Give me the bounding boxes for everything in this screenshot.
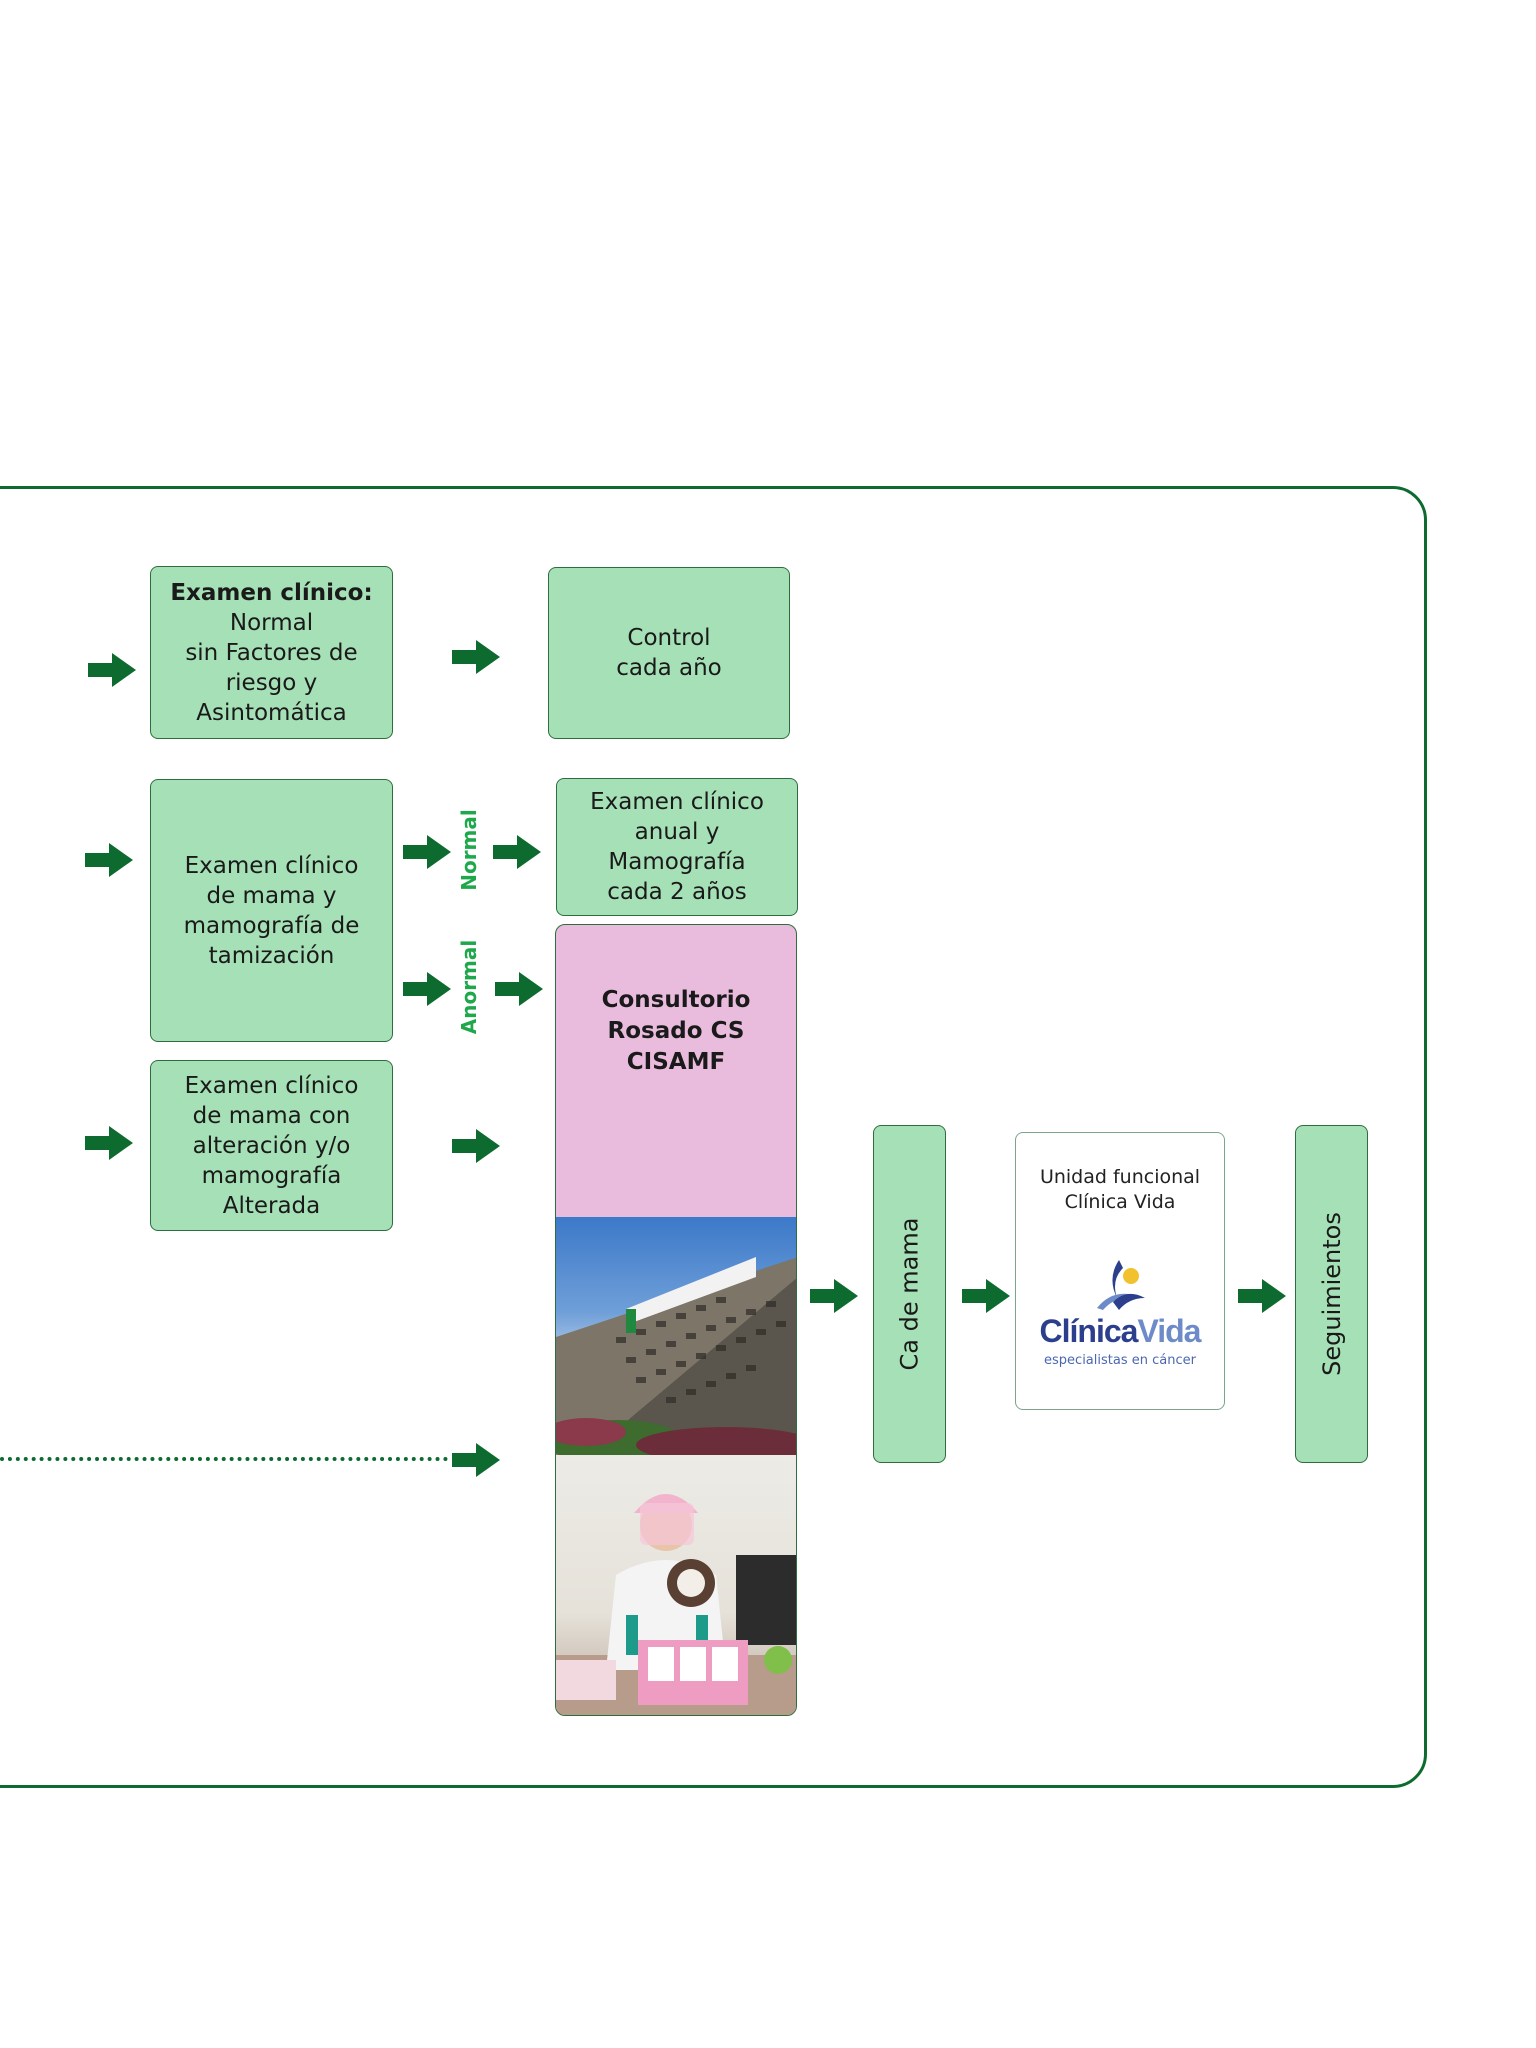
examen-normal-line: sin Factores de bbox=[185, 639, 358, 666]
examen-normal-title: Examen clínico: bbox=[170, 579, 373, 606]
dotted-connector bbox=[0, 1457, 448, 1461]
alteracion-line: Examen clínico bbox=[184, 1072, 359, 1099]
tamizacion-line: de mama y bbox=[206, 882, 337, 909]
unidad-line: Clínica Vida bbox=[1064, 1191, 1176, 1213]
arrow-right-icon bbox=[962, 1279, 1010, 1313]
arrow-right-icon bbox=[85, 843, 133, 877]
tamizacion-line: Examen clínico bbox=[184, 852, 359, 879]
alteracion-line: Alterada bbox=[222, 1192, 321, 1219]
anual-line: anual y bbox=[634, 819, 720, 845]
arrow-right-icon bbox=[452, 640, 500, 674]
anual-box: Examen clínico anual y Mamografía cada 2… bbox=[556, 778, 798, 916]
consultorio-rosado-label: Consultorio Rosado CS CISAMF bbox=[556, 985, 796, 1078]
clinica-vida-logo bbox=[1097, 1260, 1145, 1310]
anual-line: Mamografía bbox=[608, 849, 746, 875]
arrow-right-icon bbox=[403, 835, 451, 869]
unidad-funcional-title: Unidad funcional Clínica Vida bbox=[1016, 1165, 1224, 1215]
alteracion-line: de mama con bbox=[192, 1102, 351, 1129]
arrow-right-icon bbox=[85, 1126, 133, 1160]
consultorio-site: CS CISAMF bbox=[626, 1018, 745, 1075]
logo-name-part: Clínica bbox=[1039, 1313, 1139, 1349]
arrow-right-icon bbox=[403, 972, 451, 1006]
logo-name-part: Vida bbox=[1137, 1313, 1201, 1349]
anual-line: cada 2 años bbox=[607, 879, 747, 905]
tamizacion-line: tamización bbox=[208, 942, 335, 969]
examen-normal-line: Asintomática bbox=[196, 699, 347, 726]
clinica-vida-logo-text: ClínicaVida bbox=[1016, 1313, 1224, 1350]
seguimientos-label: Seguimientos bbox=[1317, 1212, 1346, 1376]
unidad-funcional-box: Unidad funcional Clínica Vida ClínicaVid… bbox=[1015, 1132, 1225, 1410]
alteracion-line: mamografía bbox=[201, 1162, 342, 1189]
examen-normal-box: Examen clínico: Normal sin Factores de r… bbox=[150, 566, 393, 739]
control-line: Control bbox=[627, 625, 711, 651]
examen-normal-line: Normal bbox=[229, 609, 314, 636]
control-line: cada año bbox=[616, 655, 722, 681]
arrow-right-icon bbox=[1238, 1279, 1286, 1313]
arrow-right-icon bbox=[493, 835, 541, 869]
anual-line: Examen clínico bbox=[590, 789, 764, 815]
clinica-vida-tagline: especialistas en cáncer bbox=[1044, 1353, 1196, 1368]
arrow-right-icon bbox=[88, 653, 136, 687]
tamizacion-box: Examen clínico de mama y mamografía de t… bbox=[150, 779, 393, 1042]
branch-label-anormal: Anormal bbox=[457, 939, 481, 1035]
arrow-right-icon bbox=[810, 1279, 858, 1313]
arrow-right-icon bbox=[452, 1129, 500, 1163]
control-box: Control cada año bbox=[548, 567, 790, 739]
examen-normal-line: riesgo y bbox=[225, 669, 318, 696]
arrow-right-icon bbox=[495, 972, 543, 1006]
alteracion-box: Examen clínico de mama con alteración y/… bbox=[150, 1060, 393, 1231]
consultorio-line: Consultorio bbox=[601, 987, 751, 1013]
ca-de-mama-box: Ca de mama bbox=[873, 1125, 946, 1463]
seguimientos-box: Seguimientos bbox=[1295, 1125, 1368, 1463]
arrow-right-icon bbox=[452, 1443, 500, 1477]
branch-label-normal: Normal bbox=[457, 809, 481, 891]
unidad-line: Unidad funcional bbox=[1039, 1166, 1201, 1188]
consultorio-line: Rosado bbox=[607, 1018, 703, 1044]
consultorio-photo bbox=[556, 1455, 796, 1715]
ca-de-mama-label: Ca de mama bbox=[895, 1217, 924, 1371]
alteracion-line: alteración y/o bbox=[192, 1132, 351, 1159]
tamizacion-line: mamografía de bbox=[183, 912, 360, 939]
consultorio-rosado-panel: Consultorio Rosado CS CISAMF bbox=[555, 924, 797, 1716]
building-photo bbox=[556, 1217, 796, 1455]
diagram-frame bbox=[0, 486, 1427, 1788]
